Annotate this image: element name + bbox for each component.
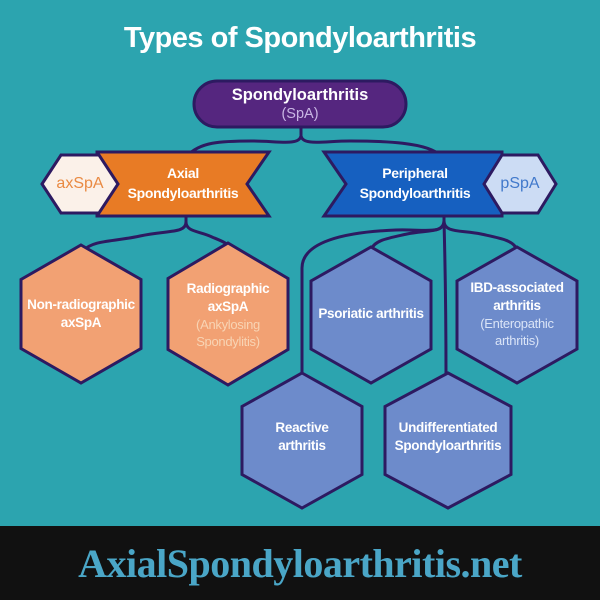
axial-banner-shape <box>95 150 272 218</box>
connector-root-to-peripheral <box>299 135 443 158</box>
pspa-tag-shape <box>482 153 558 215</box>
hexagon-reactive-arthritis <box>240 371 364 510</box>
connector-peripheral-to-psoriatic <box>369 220 446 251</box>
footer-bar: AxialSpondyloarthritis.net <box>0 526 600 600</box>
connector-peripheral-to-ibd <box>442 220 519 251</box>
footer-site-name: AxialSpondyloarthritis.net <box>78 540 522 586</box>
hexagon-ibd-associated-arthritis <box>455 245 579 385</box>
connector-root-to-axial <box>185 135 303 158</box>
connector-axial-to-nonradiographic <box>82 221 188 252</box>
hexagon-non-radiographic-axspa <box>19 243 143 385</box>
hexagon-radiographic-axspa <box>166 241 290 387</box>
peripheral-banner-shape <box>321 150 504 218</box>
connector-peripheral-to-reactive <box>300 220 446 377</box>
connector-peripheral-to-undifferentiated <box>442 220 448 378</box>
hexagon-psoriatic-arthritis <box>309 245 433 385</box>
hexagon-undifferentiated-spondyloarthritis <box>383 371 513 510</box>
root-node-shape <box>192 79 408 129</box>
axspa-tag-shape <box>40 153 120 215</box>
